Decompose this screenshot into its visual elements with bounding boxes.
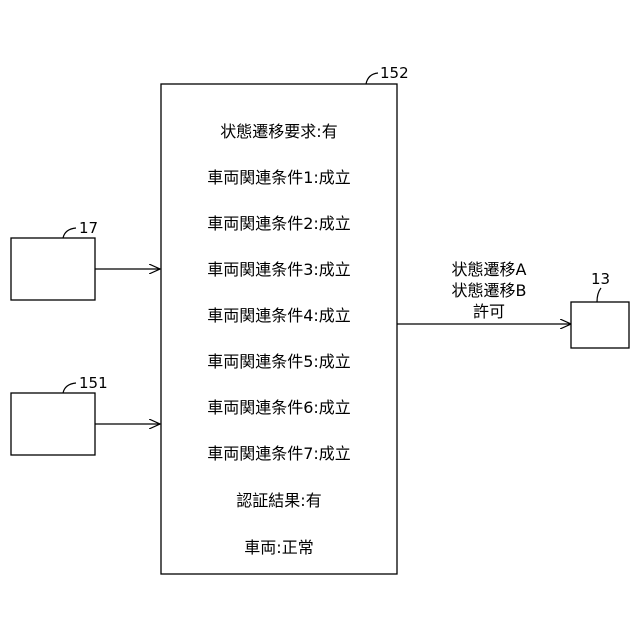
output-label: 状態遷移A 状態遷移B 許可 (452, 260, 527, 321)
input-block-151 (11, 393, 95, 455)
main-block-ref-leader (366, 73, 378, 84)
condition-line: 車両関連条件1:成立 (207, 168, 351, 187)
output-label-line: 状態遷移A (452, 260, 527, 279)
condition-line: 車両関連条件2:成立 (207, 214, 351, 233)
main-block-ref: 152 (380, 64, 409, 82)
input-block-17 (11, 238, 95, 300)
condition-line: 認証結果:有 (236, 491, 321, 510)
condition-line: 状態遷移要求:有 (220, 122, 337, 141)
input-block-17-ref: 17 (79, 219, 98, 237)
input-block-17-ref-leader (63, 228, 76, 238)
output-label-line: 状態遷移B (452, 281, 527, 300)
condition-line: 車両:正常 (244, 538, 313, 557)
input-block-151-ref: 151 (79, 374, 108, 392)
output-block-13-ref: 13 (591, 270, 610, 288)
output-block-13-ref-leader (597, 288, 601, 302)
output-block-13 (571, 302, 629, 348)
condition-line: 車両関連条件5:成立 (207, 352, 351, 371)
input-block-151-ref-leader (63, 383, 76, 393)
output-label-line: 許可 (473, 302, 505, 321)
condition-line: 車両関連条件3:成立 (207, 260, 351, 279)
condition-line: 車両関連条件6:成立 (207, 398, 351, 417)
condition-line: 車両関連条件4:成立 (207, 306, 351, 325)
condition-line: 車両関連条件7:成立 (207, 444, 351, 463)
